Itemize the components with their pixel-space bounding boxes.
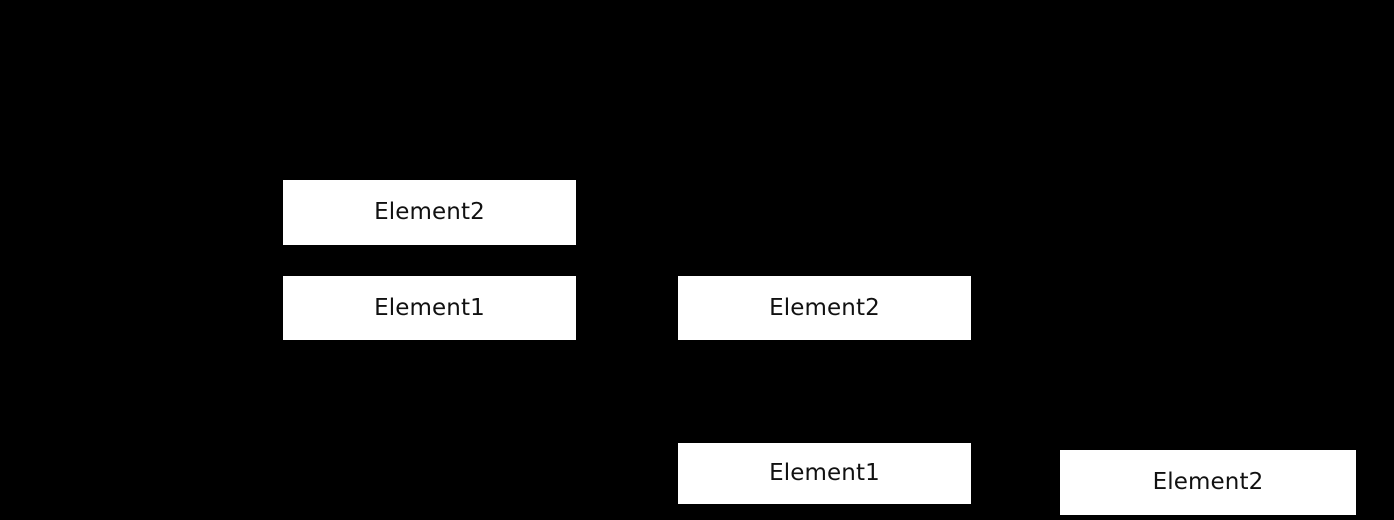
element-box-label: Element2 [374, 199, 485, 225]
element-box-bottom-right[interactable]: Element2 [1060, 450, 1356, 515]
element-box-label: Element1 [374, 294, 485, 321]
element-box-bottom-center[interactable]: Element1 [678, 443, 971, 504]
element-box-label: Element2 [769, 294, 880, 321]
element-box-top-left[interactable]: Element2 [283, 180, 576, 245]
element-box-middle-center[interactable]: Element2 [678, 276, 971, 340]
element-box-label: Element2 [1152, 469, 1264, 495]
element-box-label: Element1 [769, 460, 880, 486]
element-box-middle-left[interactable]: Element1 [283, 276, 576, 340]
